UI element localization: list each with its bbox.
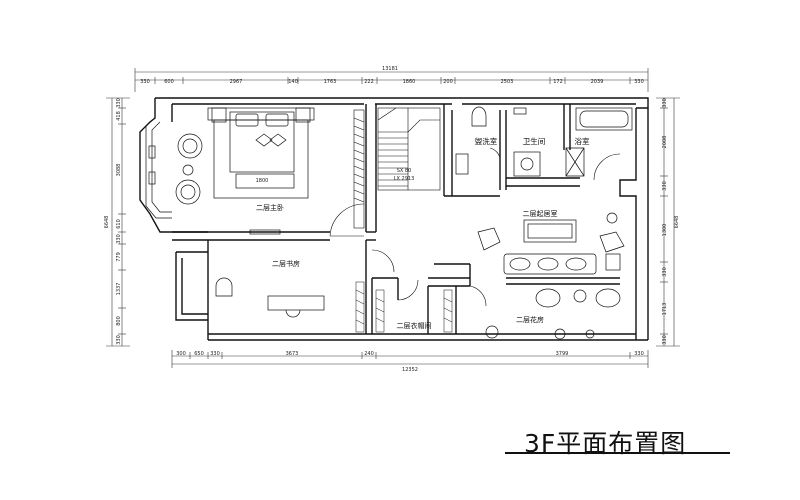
top-dim-10: 172 [553, 79, 563, 85]
bottom-dim-7: 330 [634, 351, 644, 357]
left-overall-dimension: 6648 [104, 216, 110, 229]
stair-label-sx: SX 80 [397, 168, 412, 174]
room-label-study: 二层书房 [272, 259, 300, 268]
sunroom-furniture [485, 288, 621, 340]
room-label-closet: 二层衣帽间 [397, 321, 432, 330]
top-dim-4: 140 [288, 79, 298, 85]
bed-width-label: 1800 [256, 178, 269, 184]
left-dim-3: 3088 [116, 164, 122, 177]
top-overall-dimension: 13181 [382, 66, 398, 72]
room-label-master-bedroom: 二层主卧 [256, 203, 284, 212]
top-dim-12: 330 [634, 79, 644, 85]
top-dim-11: 2039 [591, 79, 604, 85]
right-overall-dimension: 6648 [674, 216, 680, 229]
top-dim-7: 1860 [403, 79, 416, 85]
plan-title: 3F平面布置图 [524, 429, 687, 458]
left-dimension-lines [106, 97, 130, 347]
left-dim-8: 800 [116, 316, 122, 326]
room-label-bath: 浴室 [575, 136, 590, 146]
closet-wardrobe [355, 281, 453, 333]
bathroom-fixtures [455, 106, 633, 177]
left-dim-6: 779 [116, 252, 122, 262]
bottom-dimension-lines [171, 350, 649, 368]
right-dim-1: 330 [662, 98, 668, 108]
bottom-dim-6: 3799 [556, 351, 569, 357]
bottom-dim-3: 330 [210, 351, 220, 357]
room-label-living: 二层起居室 [523, 209, 558, 218]
right-dim-3: 330 [662, 181, 668, 191]
right-dim-2: 2008 [662, 136, 668, 149]
staircase [377, 107, 441, 191]
bay-window [145, 117, 172, 219]
living-furniture [477, 212, 625, 275]
left-dimension-texts: 6648 330 418 3088 610 330 779 1337 800 3… [104, 98, 122, 345]
left-dim-2: 418 [116, 111, 122, 121]
top-dim-3: 2967 [230, 79, 243, 85]
bottom-dim-4: 3673 [286, 351, 299, 357]
top-dim-8: 200 [443, 79, 453, 85]
left-dim-5: 330 [116, 234, 122, 244]
top-dim-5: 1763 [324, 79, 337, 85]
right-dim-7: 330 [662, 335, 668, 345]
left-dim-1: 330 [116, 98, 122, 108]
left-dim-7: 1337 [116, 283, 122, 296]
stair-label-lx: LX 2913 [394, 176, 415, 182]
bedroom-wardrobe [353, 109, 365, 229]
bedroom-armchairs [175, 133, 203, 205]
bottom-dim-5: 240 [364, 351, 374, 357]
bottom-dim-1: 300 [176, 351, 186, 357]
room-label-sunroom: 二层花房 [516, 315, 544, 324]
bottom-dim-2: 650 [194, 351, 204, 357]
right-dim-5: 330 [662, 267, 668, 277]
door-swings [329, 147, 621, 307]
left-dim-4: 610 [116, 219, 122, 229]
right-dimension-lines [656, 97, 680, 347]
bottom-overall-dimension: 12352 [402, 367, 418, 373]
top-dim-1: 330 [140, 79, 150, 85]
top-dim-2: 600 [164, 79, 174, 85]
bed [207, 107, 315, 235]
top-dim-6: 222 [364, 79, 374, 85]
study-furniture [215, 277, 325, 318]
room-label-wc: 卫生间 [523, 136, 546, 146]
top-dimension-lines [134, 68, 649, 92]
title-underline [505, 452, 730, 454]
top-dim-9: 2503 [501, 79, 514, 85]
right-dim-6: 1713 [662, 303, 668, 316]
walls [139, 97, 649, 341]
room-label-wash: 盥洗室 [475, 136, 498, 146]
right-dimension-texts: 6648 330 2008 330 1300 330 1713 330 [662, 98, 680, 345]
right-dim-4: 1300 [662, 224, 668, 237]
left-dim-9: 330 [116, 335, 122, 345]
